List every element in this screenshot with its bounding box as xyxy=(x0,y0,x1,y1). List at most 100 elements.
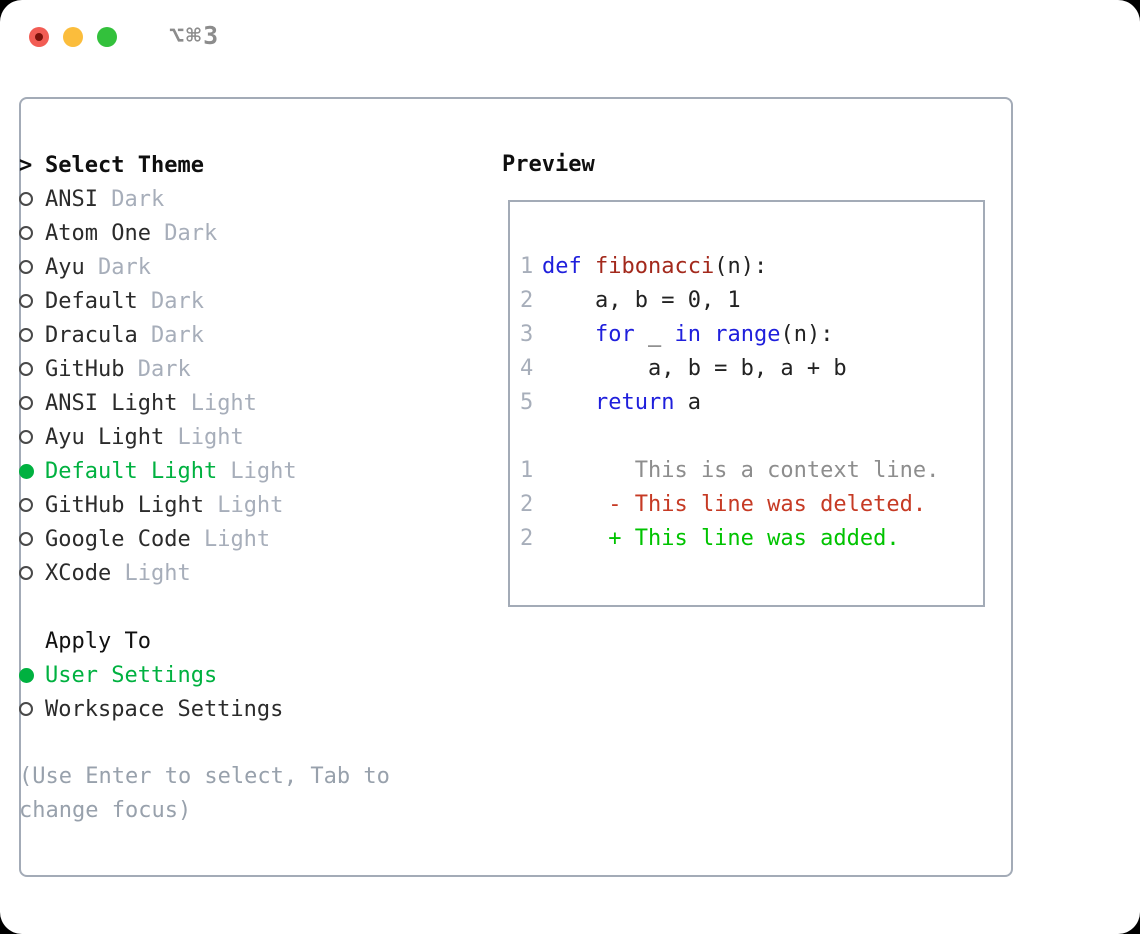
code-segment-text: a, b = b, a + b xyxy=(542,356,847,381)
line-number: 5 xyxy=(520,390,534,415)
option-label: Dracula xyxy=(45,322,138,348)
radio-icon xyxy=(19,260,33,274)
spacer xyxy=(19,726,449,760)
code-segment-text xyxy=(542,322,595,347)
radio-selected-icon xyxy=(19,667,34,683)
apply-option-workspace-settings[interactable]: Workspace Settings xyxy=(19,692,449,726)
theme-list: ANSI Dark Atom One Dark Ayu Dark Default… xyxy=(19,182,449,590)
spacer xyxy=(19,590,449,624)
option-label: Google Code xyxy=(45,526,191,552)
code-segment-keyword: for xyxy=(594,322,635,347)
option-label: Ayu xyxy=(45,254,85,280)
line-number: 2 xyxy=(520,288,534,313)
titlebar: ⌥⌘3 xyxy=(0,0,1140,70)
option-variant-label: Light xyxy=(203,492,284,518)
radio-selected-icon xyxy=(19,463,34,479)
code-line: 5 return a xyxy=(520,386,983,420)
code-segment-text xyxy=(542,390,595,415)
code-segment-deleted: - This line was deleted. xyxy=(542,492,927,517)
line-number: 1 xyxy=(520,254,534,279)
option-label: Atom One xyxy=(45,220,151,246)
line-number: 4 xyxy=(520,356,534,381)
option-variant-label: Light xyxy=(217,458,297,484)
code-segment-keyword: range xyxy=(714,322,781,347)
option-variant-label: Light xyxy=(164,424,244,450)
theme-option-xcode[interactable]: XCode Light xyxy=(19,556,449,590)
apply-to-heading-label: Apply To xyxy=(45,628,151,654)
code-line: 2 a, b = 0, 1 xyxy=(520,284,983,318)
code-segment-text: (n): xyxy=(780,322,834,347)
option-variant-label: Light xyxy=(177,390,257,416)
code-line: 3 for _ in range(n): xyxy=(520,318,983,352)
option-label: GitHub Light xyxy=(45,492,204,518)
code-segment-text xyxy=(701,322,714,347)
option-variant-label: Dark xyxy=(124,356,191,382)
option-label: User Settings xyxy=(45,662,218,688)
option-label: ANSI xyxy=(45,186,98,212)
theme-selector-pane: > Select Theme ANSI Dark Atom One Dark A… xyxy=(19,148,449,828)
option-variant-label: Dark xyxy=(150,220,218,246)
code-segment-keyword: return xyxy=(594,390,675,415)
preview-heading: Preview xyxy=(502,152,595,177)
code-segment-text xyxy=(582,254,595,279)
radio-icon xyxy=(19,566,33,580)
radio-icon xyxy=(19,532,33,546)
theme-option-default-light[interactable]: Default Light Light xyxy=(19,454,449,488)
theme-option-github[interactable]: GitHub Dark xyxy=(19,352,449,386)
option-label: Ayu Light xyxy=(45,424,165,450)
option-label: GitHub xyxy=(45,356,125,382)
apply-to-list: User Settings Workspace Settings xyxy=(19,658,449,726)
window-title: ⌥⌘3 xyxy=(169,21,221,50)
select-theme-heading-label: Select Theme xyxy=(45,152,204,178)
radio-icon xyxy=(19,430,33,444)
line-number: 2 xyxy=(520,492,534,517)
deleted-line: 2 - This line was deleted. xyxy=(520,488,983,522)
radio-icon xyxy=(19,328,33,342)
option-label: XCode xyxy=(45,560,112,586)
line-number: 1 xyxy=(520,458,534,483)
select-theme-heading: > Select Theme xyxy=(19,148,449,182)
record-dot-icon xyxy=(35,33,43,41)
option-variant-label: Light xyxy=(111,560,191,586)
radio-icon xyxy=(19,294,33,308)
context-line: 1 This is a context line. xyxy=(520,454,983,488)
radio-icon xyxy=(19,702,33,716)
theme-option-ansi[interactable]: ANSI Dark xyxy=(19,182,449,216)
hint-text: (Use Enter to select, Tab to change focu… xyxy=(19,764,390,823)
line-number xyxy=(520,420,542,454)
code-segment-text: (n): xyxy=(714,254,768,279)
line-number: 2 xyxy=(520,526,534,551)
option-variant-label: Light xyxy=(190,526,271,552)
minimize-button[interactable] xyxy=(63,27,83,47)
code-segment-added: + This line was added. xyxy=(542,526,900,551)
theme-option-default[interactable]: Default Dark xyxy=(19,284,449,318)
option-variant-label: Dark xyxy=(137,288,204,314)
option-label: Default Light xyxy=(45,458,218,484)
radio-icon xyxy=(19,226,33,240)
theme-option-ayu[interactable]: Ayu Dark xyxy=(19,250,449,284)
blank-line xyxy=(520,420,983,454)
code-segment-context: This is a context line. xyxy=(542,458,940,483)
apply-option-user-settings[interactable]: User Settings xyxy=(19,658,449,692)
theme-option-ayu-light[interactable]: Ayu Light Light xyxy=(19,420,449,454)
theme-option-github-light[interactable]: GitHub Light Light xyxy=(19,488,449,522)
theme-option-atom-one[interactable]: Atom One Dark xyxy=(19,216,449,250)
zoom-button[interactable] xyxy=(97,27,117,47)
option-variant-label: Dark xyxy=(84,254,151,280)
option-label: Default xyxy=(45,288,138,314)
radio-icon xyxy=(19,396,33,410)
code-segment-keyword: in xyxy=(674,322,701,347)
option-variant-label: Dark xyxy=(137,322,204,348)
close-button[interactable] xyxy=(29,27,49,47)
code-segment-text: a xyxy=(674,390,701,415)
theme-option-ansi-light[interactable]: ANSI Light Light xyxy=(19,386,449,420)
theme-option-google-code[interactable]: Google Code Light xyxy=(19,522,449,556)
option-label: Workspace Settings xyxy=(45,696,284,722)
code-segment-text: _ xyxy=(634,322,675,347)
option-variant-label: Dark xyxy=(97,186,165,212)
code-segment-keyword: def xyxy=(542,254,582,279)
line-number: 3 xyxy=(520,322,534,347)
theme-option-dracula[interactable]: Dracula Dark xyxy=(19,318,449,352)
